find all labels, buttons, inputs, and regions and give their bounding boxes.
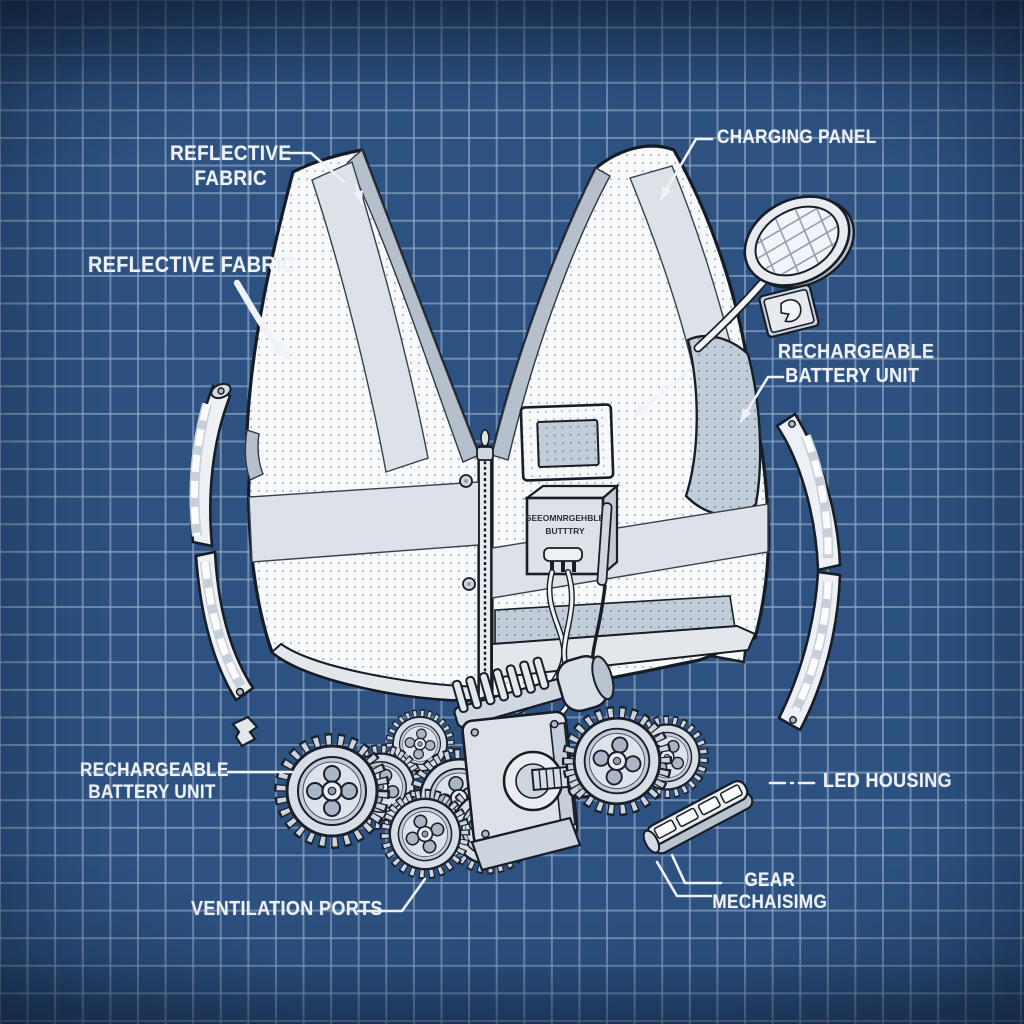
label-line: REFLECTIVE FABRIC	[88, 252, 297, 277]
label-line: MECHAISIMG	[712, 892, 828, 914]
charging-connector	[758, 284, 820, 338]
label-charging-panel: CHARGING PANEL	[717, 127, 877, 149]
label-line: BATTERY UNIT	[785, 364, 920, 387]
battery-box-text-line2: BUTTTRY	[545, 526, 585, 536]
leader-lines	[226, 137, 818, 913]
fragment-piece	[231, 715, 259, 748]
vest-right-panel	[490, 144, 771, 699]
vest-left-panel	[244, 148, 481, 702]
charging-pocket-panel	[519, 403, 615, 482]
arrow-reflective-top	[353, 184, 364, 205]
label-line: VENTILATION PORTS	[191, 898, 383, 920]
battery-box-text-line1: SEEOMNRGEHBLE	[526, 513, 605, 523]
label-led-housing: LED HOUSING	[823, 770, 952, 794]
label-reflective-fabric-side: REFLECTIVE FABRIC	[88, 252, 297, 278]
label-line: GEAR	[744, 870, 796, 891]
arrow-reflective-side	[233, 279, 292, 360]
label-line: CHARGING PANEL	[717, 127, 877, 148]
leader-gear-mech-1	[670, 853, 723, 885]
leader-ventilation-ports	[356, 877, 427, 913]
label-reflective-fabric-top: REFLECTIVE FABRIC	[152, 142, 310, 192]
label-line: REFLECTIVE	[170, 142, 292, 165]
label-ventilation-ports: VENTILATION PORTS	[191, 898, 383, 922]
arrow-rechargeable-pocket	[632, 367, 693, 418]
label-line: FABRIC	[194, 166, 268, 190]
gear-mechanism	[281, 655, 717, 885]
zipper	[476, 429, 494, 701]
label-rechargeable-battery-right: RECHARGEABLE BATTERY UNIT	[778, 341, 935, 388]
label-line: LED HOUSING	[823, 770, 952, 792]
left-led-strip	[189, 382, 255, 702]
label-line: BATTERY UNIT	[88, 782, 216, 804]
label-rechargeable-battery-left: RECHARGEABLE BATTERY UNIT	[80, 760, 229, 805]
vest-illustration	[244, 144, 771, 702]
label-line: RECHARGEABLE	[80, 760, 229, 781]
label-gear-mechanism: GEAR MECHAISIMG	[700, 870, 840, 915]
label-line: RECHARGEABLE	[778, 341, 935, 363]
leader-reflective-top	[287, 151, 346, 184]
leader-gear-mech-2	[655, 860, 713, 898]
leader-rechargeable-right	[739, 375, 785, 423]
right-led-strip	[775, 412, 842, 732]
leader-charging-panel	[659, 137, 714, 201]
charging-panel-disc	[693, 194, 855, 353]
led-housing-bar	[642, 780, 754, 855]
